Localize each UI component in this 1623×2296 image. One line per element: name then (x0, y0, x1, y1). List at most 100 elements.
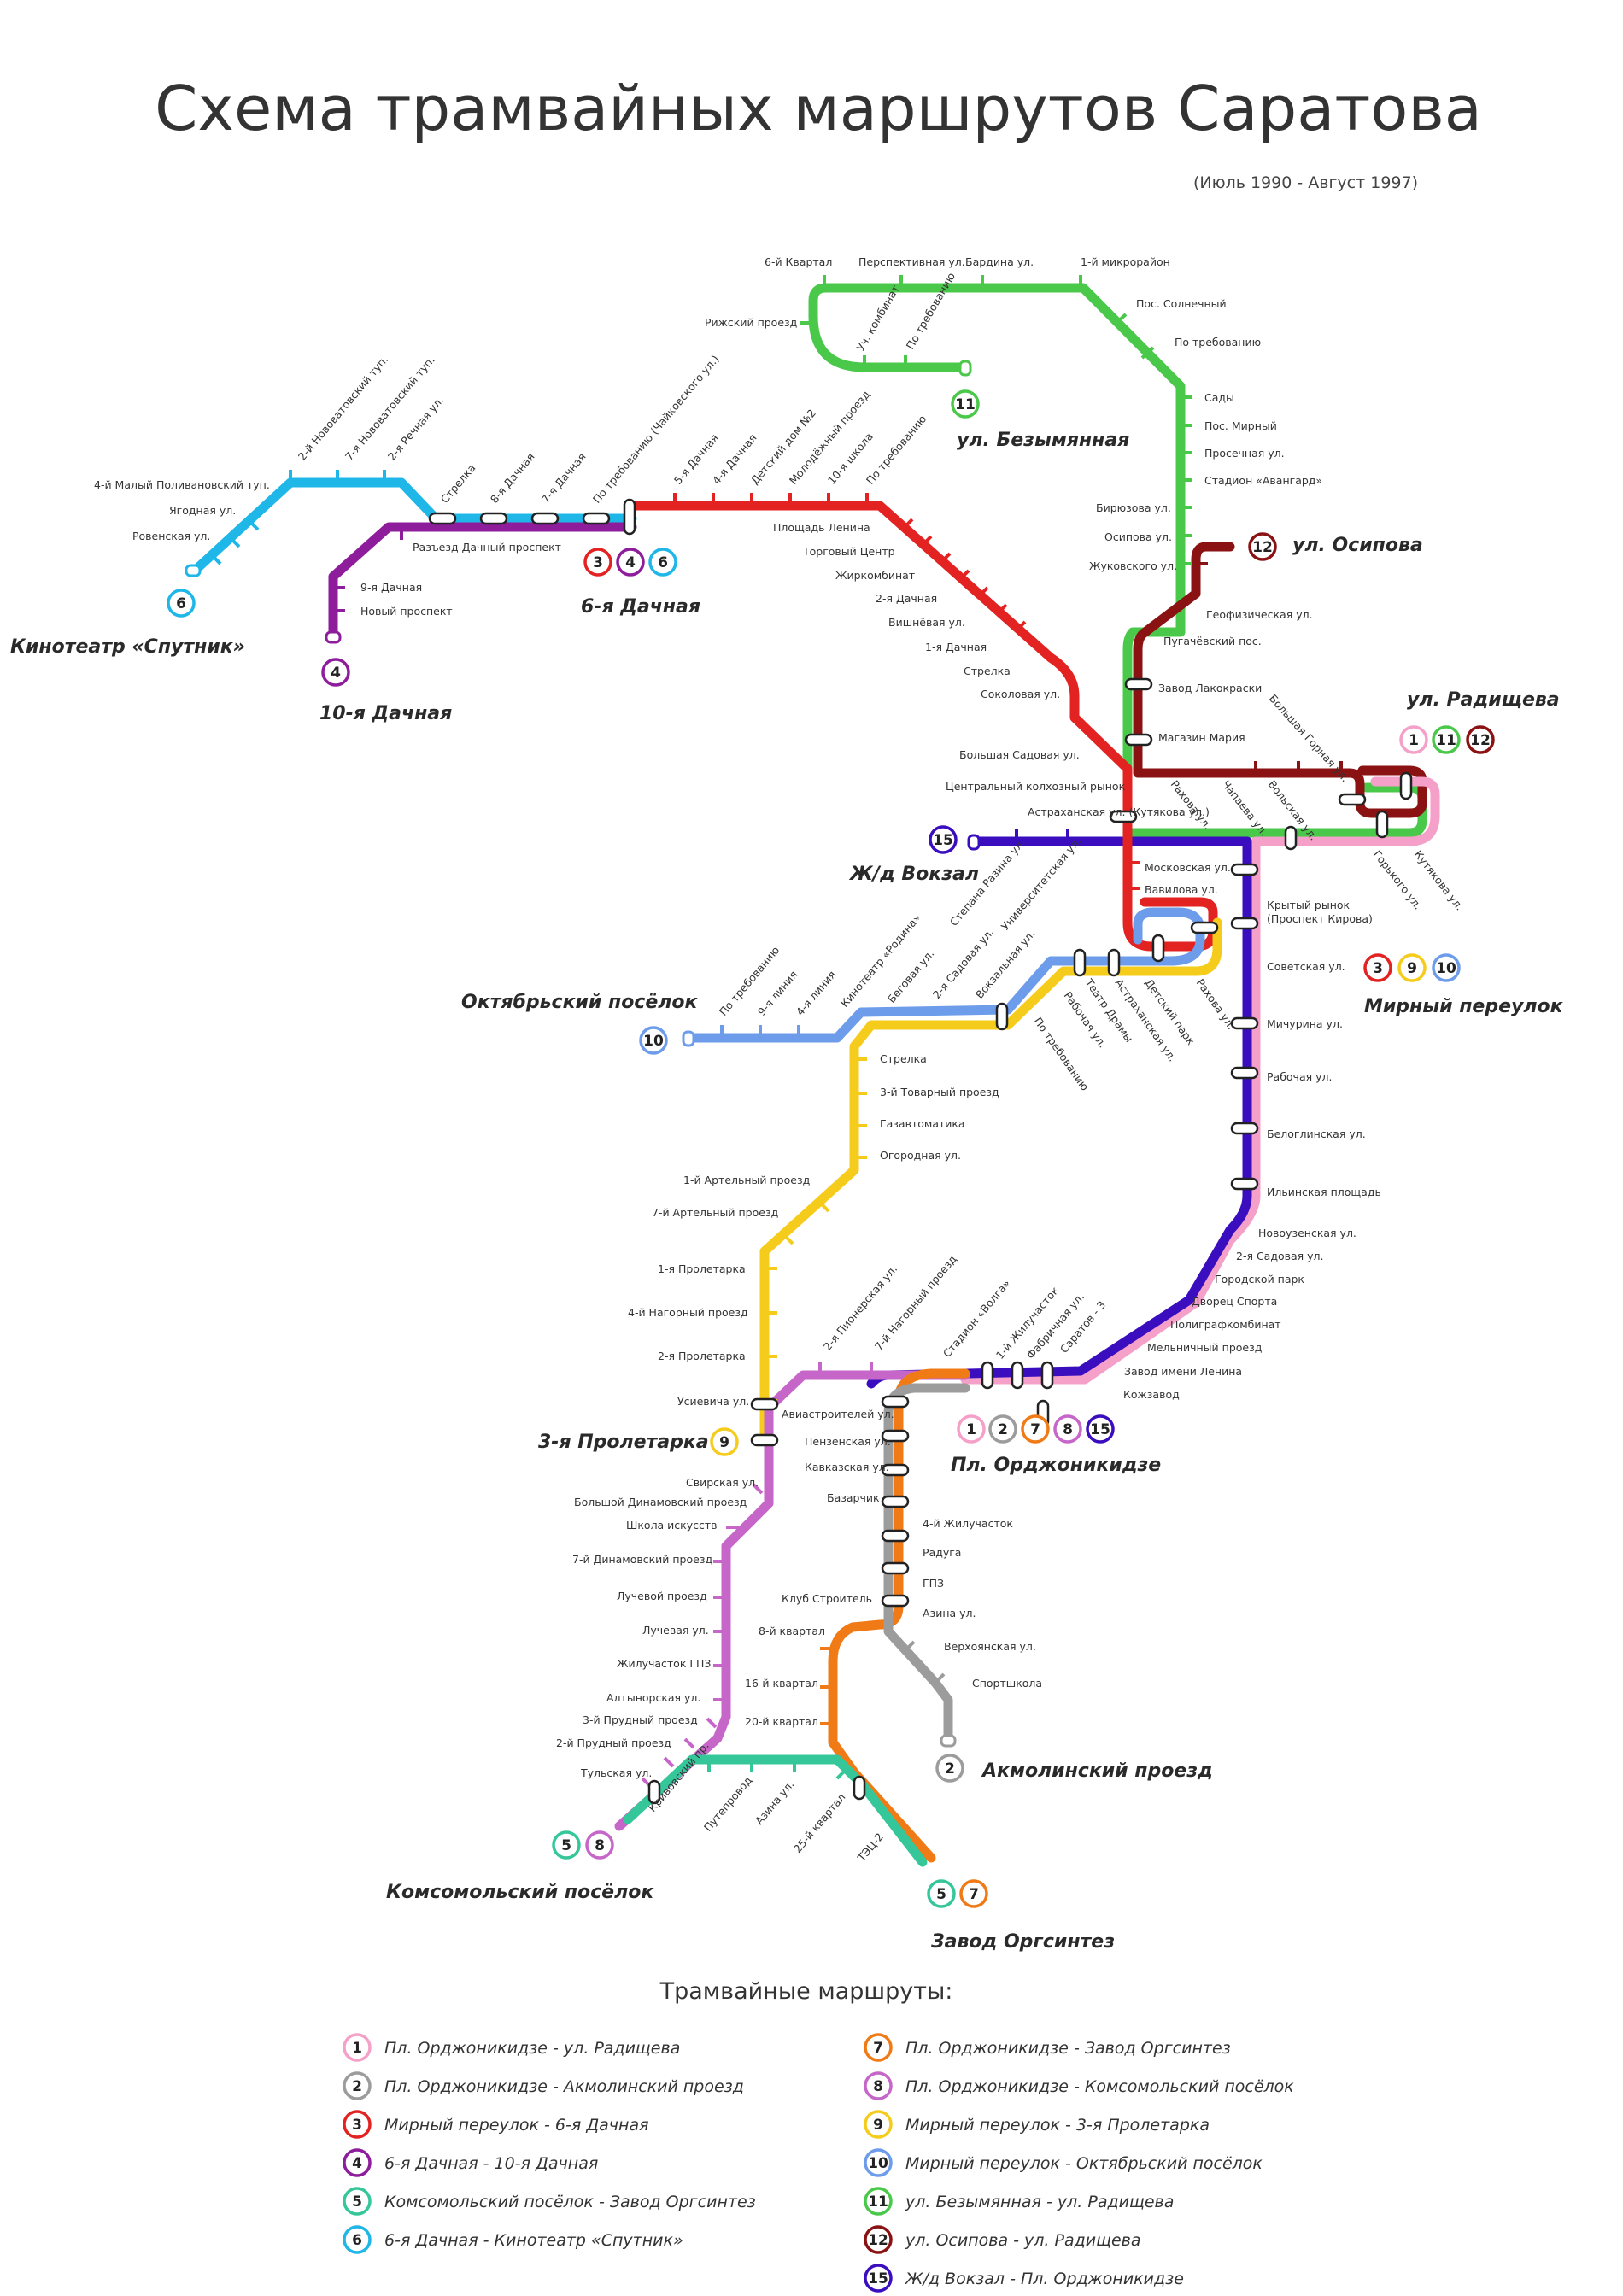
legend-route-description: 6-я Дачная - Кинотеатр «Спутник» (384, 2231, 683, 2250)
route-3-line (630, 501, 1218, 952)
svg-text:7: 7 (969, 1886, 979, 1903)
svg-text:Усиевича ул.: Усиевича ул. (677, 1395, 749, 1408)
svg-text:Завод Оргсинтез: Завод Оргсинтез (930, 1931, 1115, 1953)
svg-text:Стрелка: Стрелка (964, 665, 1011, 677)
legend-route-description: Пл. Орджоникидзе - ул. Радищева (384, 2039, 680, 2058)
svg-text:Базарчик: Базарчик (827, 1491, 880, 1504)
route-badge-8: 8 (1053, 1414, 1082, 1444)
svg-text:Октябрьский посёлок: Октябрьский посёлок (461, 992, 698, 1013)
svg-text:Геофизическая ул.: Геофизическая ул. (1206, 608, 1313, 621)
legend-route-description: ул. Осипова - ул. Радищева (905, 2231, 1141, 2250)
route-badge-3: 3 (583, 548, 612, 577)
svg-text:4-й Нагорный проезд: 4-й Нагорный проезд (628, 1306, 748, 1319)
legend-route-number: 10 (868, 2155, 888, 2172)
legend-route-number: 15 (868, 2270, 888, 2287)
svg-text:Тульская ул.: Тульская ул. (580, 1766, 652, 1779)
route-badge-2: 2 (988, 1414, 1017, 1444)
svg-text:Ильинская площадь: Ильинская площадь (1267, 1186, 1381, 1198)
route-9-line (759, 917, 1222, 1444)
route-badge-9: 9 (1397, 953, 1427, 982)
legend-route-description: 6-я Дачная - 10-я Дачная (384, 2154, 598, 2173)
svg-text:Путепровод: Путепровод (701, 1774, 754, 1834)
svg-text:Белоглинская ул.: Белоглинская ул. (1267, 1128, 1366, 1140)
svg-text:4: 4 (625, 554, 636, 571)
svg-text:Крытый рынок: Крытый рынок (1267, 899, 1351, 911)
svg-text:8: 8 (595, 1837, 605, 1854)
svg-text:9: 9 (1407, 960, 1417, 977)
svg-text:Новый проспект: Новый проспект (360, 605, 453, 618)
legend-route-description: Ж/д Вокзал - Пл. Орджоникидзе (905, 2270, 1184, 2288)
page-title: Схема трамвайных маршрутов Саратова (155, 73, 1482, 144)
svg-text:Ж/д Вокзал: Ж/д Вокзал (848, 864, 979, 885)
svg-text:Стрелка: Стрелка (438, 461, 478, 506)
route-badge-5: 5 (927, 1879, 956, 1908)
legend-route-description: Пл. Орджоникидзе - Завод Оргсинтез (905, 2039, 1231, 2058)
svg-text:По требованию: По требованию (1175, 336, 1261, 348)
svg-text:12: 12 (1470, 732, 1491, 749)
svg-text:Вишнёвая ул.: Вишнёвая ул. (888, 616, 965, 629)
legend-item: 7 Пл. Орджоникидзе - Завод Оргсинтез (864, 2033, 1231, 2062)
route-badge-15: 15 (1086, 1414, 1115, 1444)
legend-item: 15 Ж/д Вокзал - Пл. Орджоникидзе (864, 2264, 1184, 2293)
page-subtitle: (Июль 1990 - Август 1997) (1193, 173, 1418, 192)
legend-route-description: Мирный переулок - Октябрьский посёлок (905, 2154, 1263, 2173)
svg-text:2-я Пролетарка: 2-я Пролетарка (658, 1350, 746, 1362)
route-badge-8: 8 (585, 1830, 614, 1860)
svg-text:Магазин Мария: Магазин Мария (1158, 731, 1245, 744)
route-badge-6: 6 (167, 589, 196, 618)
svg-text:9: 9 (719, 1434, 729, 1451)
svg-text:Центральный колхозный рынок: Центральный колхозный рынок (946, 780, 1126, 793)
svg-text:Площадь Ленина: Площадь Ленина (773, 521, 870, 534)
svg-text:7-й Артельный проезд: 7-й Артельный проезд (652, 1206, 778, 1219)
svg-text:Сады: Сады (1204, 391, 1234, 404)
legend-route-description: Комсомольский посёлок - Завод Оргсинтез (384, 2193, 756, 2211)
svg-text:3-й Прудный проезд: 3-й Прудный проезд (583, 1713, 698, 1726)
svg-text:Кривовский пр.: Кривовский пр. (646, 1739, 712, 1814)
route-badge-15: 15 (929, 825, 958, 854)
route-badge-12: 12 (1466, 725, 1495, 754)
svg-text:ул. Безымянная: ул. Безымянная (957, 430, 1129, 451)
svg-text:2-й Нововатовский туп.: 2-й Нововатовский туп. (296, 353, 390, 463)
svg-text:Ровенская ул.: Ровенская ул. (132, 530, 210, 542)
legend-route-number: 4 (352, 2155, 362, 2172)
svg-text:Авиастроителей ул.: Авиастроителей ул. (782, 1408, 894, 1420)
svg-text:8-я Дачная: 8-я Дачная (488, 450, 537, 506)
route-badge-1: 1 (957, 1414, 986, 1444)
svg-text:Алтынорская ул.: Алтынорская ул. (606, 1691, 700, 1704)
legend-item: 5 Комсомольский посёлок - Завод Оргсинтез (343, 2187, 756, 2216)
route-badge-10: 10 (1432, 953, 1461, 982)
svg-text:Бардина ул.: Бардина ул. (965, 255, 1034, 268)
svg-text:7-й Динамовский проезд: 7-й Динамовский проезд (572, 1553, 712, 1566)
legend-route-number: 8 (873, 2078, 883, 2095)
svg-text:По требованию: По требованию (904, 270, 958, 351)
route-badge-7: 7 (959, 1879, 988, 1908)
svg-text:6-я Дачная: 6-я Дачная (581, 596, 700, 618)
legend-route-number: 5 (352, 2194, 362, 2211)
stop-labels: 6-й Квартал Перспективная ул. Бардина ул… (94, 255, 1467, 1865)
legend-route-description: ул. Безымянная - ул. Радищева (905, 2193, 1174, 2211)
svg-text:10: 10 (1436, 960, 1456, 977)
route-badge-6: 6 (648, 548, 677, 577)
legend-route-number: 7 (873, 2040, 883, 2057)
legend-item: 4 6-я Дачная - 10-я Дачная (343, 2148, 598, 2177)
svg-text:5: 5 (936, 1886, 946, 1903)
svg-text:Московская ул.: Московская ул. (1145, 861, 1231, 874)
svg-text:5: 5 (561, 1837, 571, 1854)
svg-text:10: 10 (643, 1033, 664, 1050)
svg-text:3-я Пролетарка: 3-я Пролетарка (538, 1432, 709, 1453)
legend-route-number: 2 (352, 2078, 362, 2095)
route-badge-1: 1 (1399, 725, 1428, 754)
svg-text:Дворец Спорта: Дворец Спорта (1192, 1295, 1277, 1308)
svg-text:Завод Лакокраски: Завод Лакокраски (1158, 682, 1262, 694)
svg-text:11: 11 (1436, 732, 1456, 749)
svg-text:4-й Малый Поливановский туп.: 4-й Малый Поливановский туп. (94, 478, 270, 491)
legend-route-description: Мирный переулок - 6-я Дачная (384, 2116, 649, 2135)
